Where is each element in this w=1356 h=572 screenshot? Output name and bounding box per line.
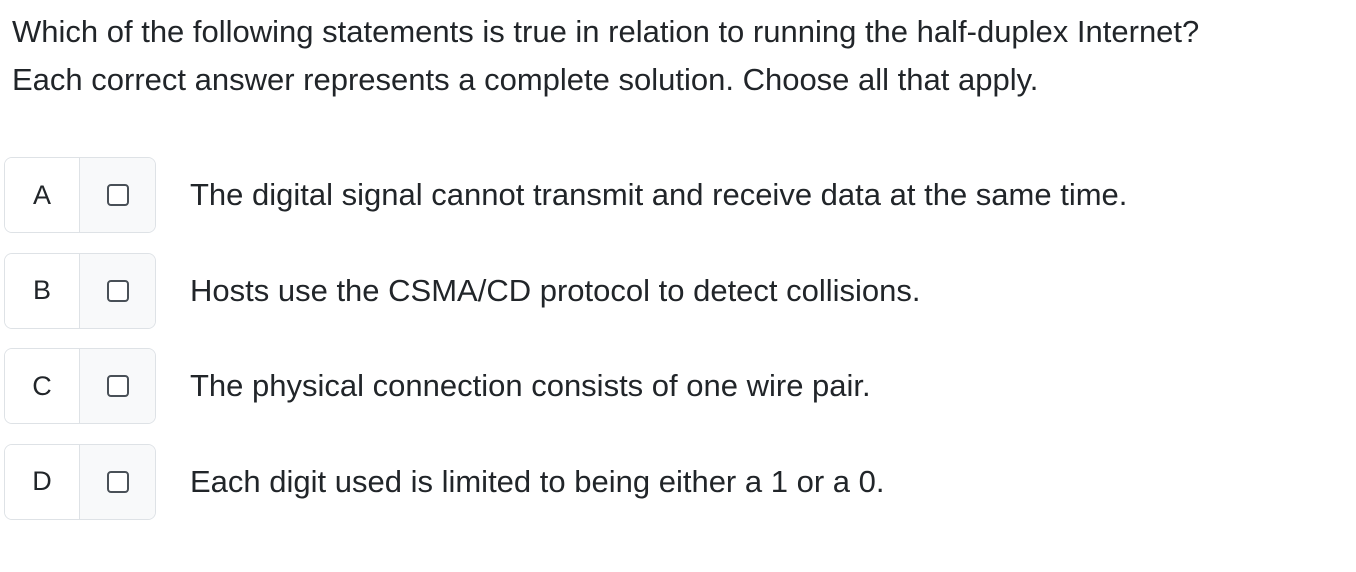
option-check-cell[interactable] (80, 253, 155, 328)
question-text: Which of the following statements is tru… (12, 8, 1352, 104)
checkbox-c[interactable] (106, 375, 129, 397)
option-a-box[interactable]: A (4, 157, 156, 233)
option-text[interactable]: The physical connection consists of one … (190, 368, 871, 403)
option-a[interactable]: A The digital signal cannot transmit and… (4, 157, 1304, 233)
checkbox-a[interactable] (106, 184, 129, 206)
option-letter: C (5, 349, 80, 423)
question-line-2: Each correct answer represents a complet… (12, 62, 1039, 97)
option-letter: B (5, 253, 80, 328)
option-b-box[interactable]: B (4, 252, 156, 329)
option-letter: D (5, 444, 80, 519)
option-d-box[interactable]: D (4, 443, 156, 520)
option-c-box[interactable]: C (4, 348, 156, 424)
checkbox-d[interactable] (106, 470, 129, 493)
option-check-cell[interactable] (80, 444, 155, 519)
option-text[interactable]: Hosts use the CSMA/CD protocol to detect… (190, 272, 921, 308)
option-b[interactable]: B Hosts use the CSMA/CD protocol to dete… (4, 252, 1304, 329)
option-d[interactable]: D Each digit used is limited to being ei… (4, 443, 1304, 520)
option-check-cell[interactable] (80, 349, 155, 423)
option-text[interactable]: Each digit used is limited to being eith… (190, 463, 885, 499)
option-text[interactable]: The digital signal cannot transmit and r… (190, 177, 1128, 212)
answer-options: A The digital signal cannot transmit and… (4, 157, 1304, 539)
option-check-cell[interactable] (80, 158, 155, 232)
option-letter: A (5, 158, 80, 232)
question-line-1: Which of the following statements is tru… (12, 14, 1200, 49)
option-c[interactable]: C The physical connection consists of on… (4, 348, 1304, 424)
checkbox-b[interactable] (106, 279, 129, 302)
